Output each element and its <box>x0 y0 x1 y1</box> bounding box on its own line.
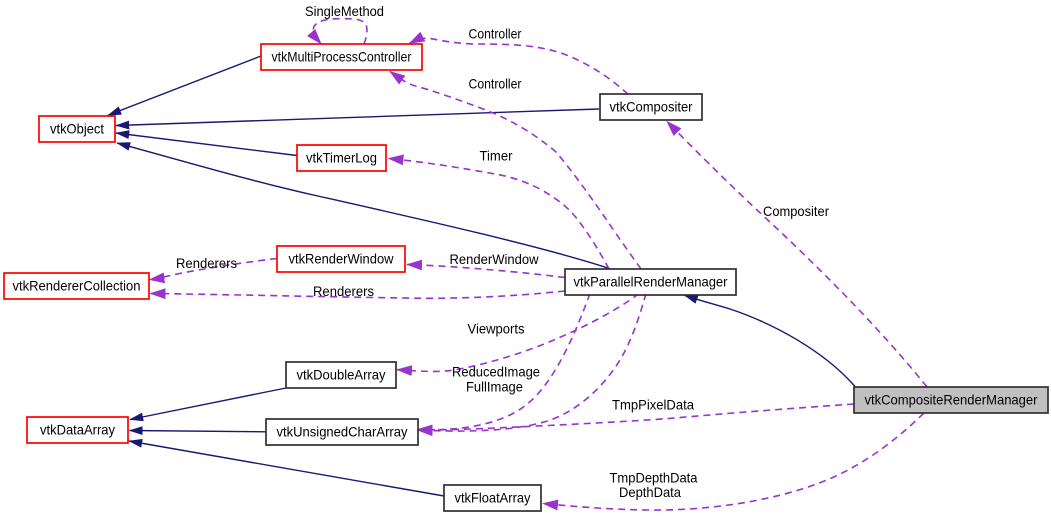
svg-text:Renderers: Renderers <box>313 283 374 299</box>
svg-text:RenderWindow: RenderWindow <box>450 251 540 267</box>
svg-text:Viewports: Viewports <box>468 321 525 337</box>
svg-text:Controller: Controller <box>469 26 522 42</box>
svg-text:vtkUnsignedCharArray: vtkUnsignedCharArray <box>277 424 408 440</box>
svg-text:vtkTimerLog: vtkTimerLog <box>306 150 377 166</box>
svg-text:vtkCompositer: vtkCompositer <box>610 99 693 115</box>
svg-text:vtkObject: vtkObject <box>50 121 104 137</box>
svg-text:Compositer: Compositer <box>763 203 829 219</box>
svg-text:DepthData: DepthData <box>619 484 681 500</box>
svg-text:Renderers: Renderers <box>176 255 237 271</box>
svg-text:vtkRenderWindow: vtkRenderWindow <box>289 251 395 267</box>
svg-text:vtkParallelRenderManager: vtkParallelRenderManager <box>574 274 728 290</box>
svg-text:Timer: Timer <box>480 148 513 164</box>
svg-text:ReducedImage: ReducedImage <box>452 364 540 380</box>
svg-text:TmpDepthData: TmpDepthData <box>610 470 698 486</box>
svg-text:SingleMethod: SingleMethod <box>305 3 384 19</box>
svg-text:vtkDoubleArray: vtkDoubleArray <box>297 367 386 383</box>
svg-text:vtkFloatArray: vtkFloatArray <box>455 490 531 506</box>
svg-text:vtkDataArray: vtkDataArray <box>40 422 115 438</box>
svg-text:FullImage: FullImage <box>466 379 523 395</box>
svg-text:vtkMultiProcessController: vtkMultiProcessController <box>272 49 412 65</box>
svg-text:TmpPixelData: TmpPixelData <box>612 397 694 413</box>
svg-text:vtkRendererCollection: vtkRendererCollection <box>13 278 141 294</box>
svg-text:Controller: Controller <box>469 76 522 92</box>
svg-text:vtkCompositeRenderManager: vtkCompositeRenderManager <box>865 392 1038 408</box>
